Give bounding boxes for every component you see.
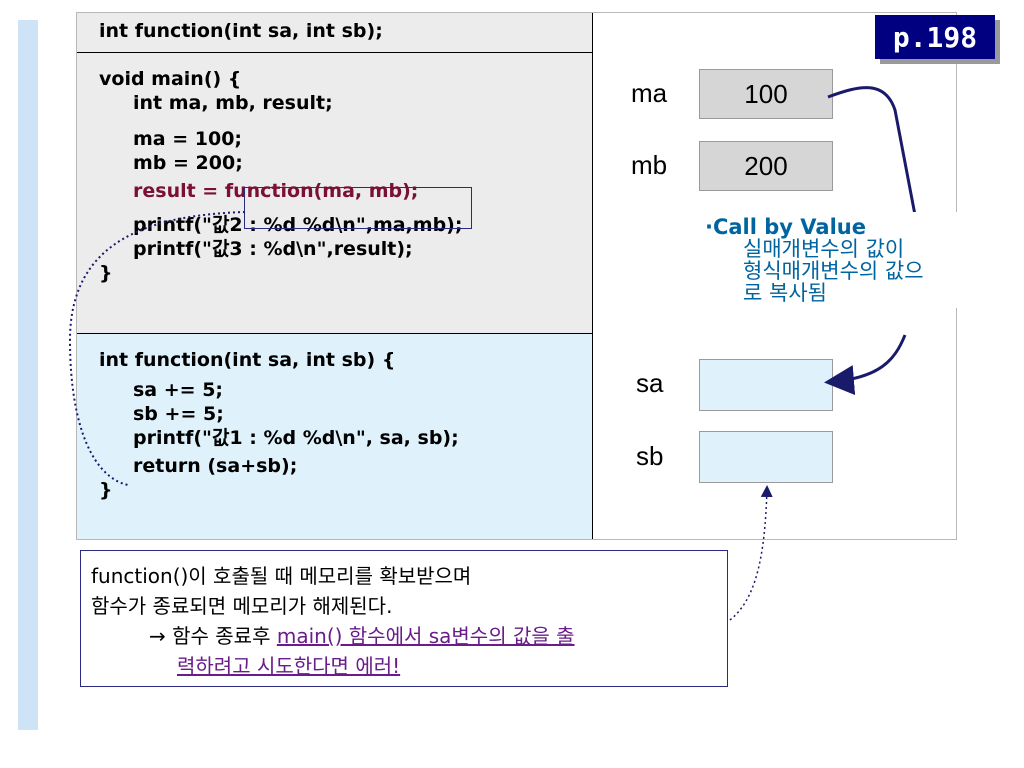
memory-label-sb: sb	[636, 441, 664, 471]
code-line: printf("값3 : %d\n",result);	[133, 238, 413, 260]
code-line: sa += 5;	[133, 379, 224, 401]
code-line: int ma, mb, result;	[133, 92, 333, 114]
memory-label-sa: sa	[636, 368, 664, 398]
memory-box-ma: 100	[699, 69, 833, 119]
call-by-value-note: ·Call by Value 실매개변수의 값이 형식매개변수의 값으 로 복사…	[703, 212, 1023, 308]
code-line-call: result = function(ma, mb);	[133, 180, 419, 202]
note-line: 로 복사됨	[743, 281, 827, 305]
call-highlight-box	[244, 187, 472, 229]
info-line-arrow: → 함수 종료후 main() 함수에서 sa변수의 값을 출	[91, 621, 717, 651]
code-line: return (sa+sb);	[133, 455, 298, 477]
memory-box-mb: 200	[699, 141, 833, 191]
info-link-cont[interactable]: 력하려고 시도한다면 에러!	[177, 654, 401, 678]
function-code-cell: int function(int sa, int sb) { sa += 5; …	[77, 334, 593, 539]
memory-label-ma: ma	[631, 78, 668, 108]
info-prefix: → 함수 종료후	[149, 624, 277, 648]
note-heading: ·Call by Value	[705, 215, 866, 239]
code-line: }	[99, 479, 113, 501]
info-line: function()이 호출될 때 메모리를 확보받으며	[91, 564, 472, 588]
code-line: sb += 5;	[133, 403, 224, 425]
page-number-tag: p.198	[875, 15, 995, 59]
note-line: 형식매개변수의 값으	[743, 259, 924, 283]
info-box: function()이 호출될 때 메모리를 확보받으며 함수가 종료되면 메모…	[80, 550, 728, 687]
info-line: 력하려고 시도한다면 에러!	[91, 651, 717, 681]
info-link[interactable]: main() 함수에서 sa변수의 값을 출	[276, 624, 575, 648]
prototype-cell: int function(int sa, int sb);	[77, 13, 593, 53]
memory-label-mb: mb	[631, 150, 668, 180]
note-line: 실매개변수의 값이	[743, 237, 905, 261]
code-line: mb = 200;	[133, 152, 243, 174]
info-line: 함수가 종료되면 메모리가 해제된다.	[91, 594, 393, 618]
code-line: int function(int sa, int sb) {	[99, 349, 396, 371]
code-line: printf("값1 : %d %d\n", sa, sb);	[133, 427, 459, 449]
code-line: ma = 100;	[133, 128, 243, 150]
memory-box-sa	[699, 359, 833, 411]
prototype-line: int function(int sa, int sb);	[99, 20, 383, 42]
main-code-cell: void main() { int ma, mb, result; ma = 1…	[77, 53, 593, 334]
code-line: }	[99, 262, 113, 284]
left-accent-bar	[18, 20, 38, 730]
memory-box-sb	[699, 431, 833, 483]
code-line: void main() {	[99, 68, 242, 90]
